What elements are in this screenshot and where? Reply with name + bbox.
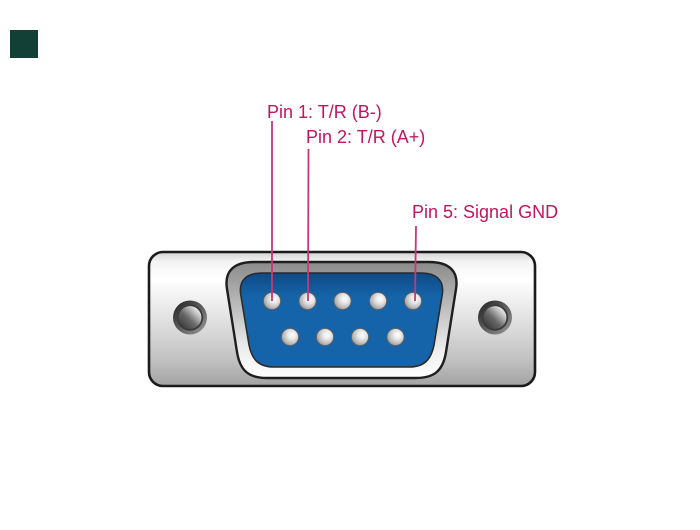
pin-6: [280, 327, 300, 347]
pin-7: [315, 327, 335, 347]
pin-8: [350, 327, 370, 347]
screw-left: [173, 300, 207, 335]
annotation-pin1: Pin 1: T/R (B-): [267, 102, 382, 122]
corner-logo-square: [10, 30, 38, 58]
dsub-insulator-shading: [240, 273, 443, 367]
annotation-pin2: Pin 2: T/R (A+): [306, 127, 426, 147]
pin-3: [333, 291, 352, 311]
annotation-pin5: Pin 5: Signal GND: [412, 202, 559, 222]
screw-right: [478, 300, 512, 335]
pin-9: [386, 327, 405, 347]
leader-line-pin5: [414, 225, 417, 302]
pin-4: [368, 291, 388, 311]
leader-line-pin2: [307, 148, 310, 302]
pin-5: [403, 291, 423, 311]
